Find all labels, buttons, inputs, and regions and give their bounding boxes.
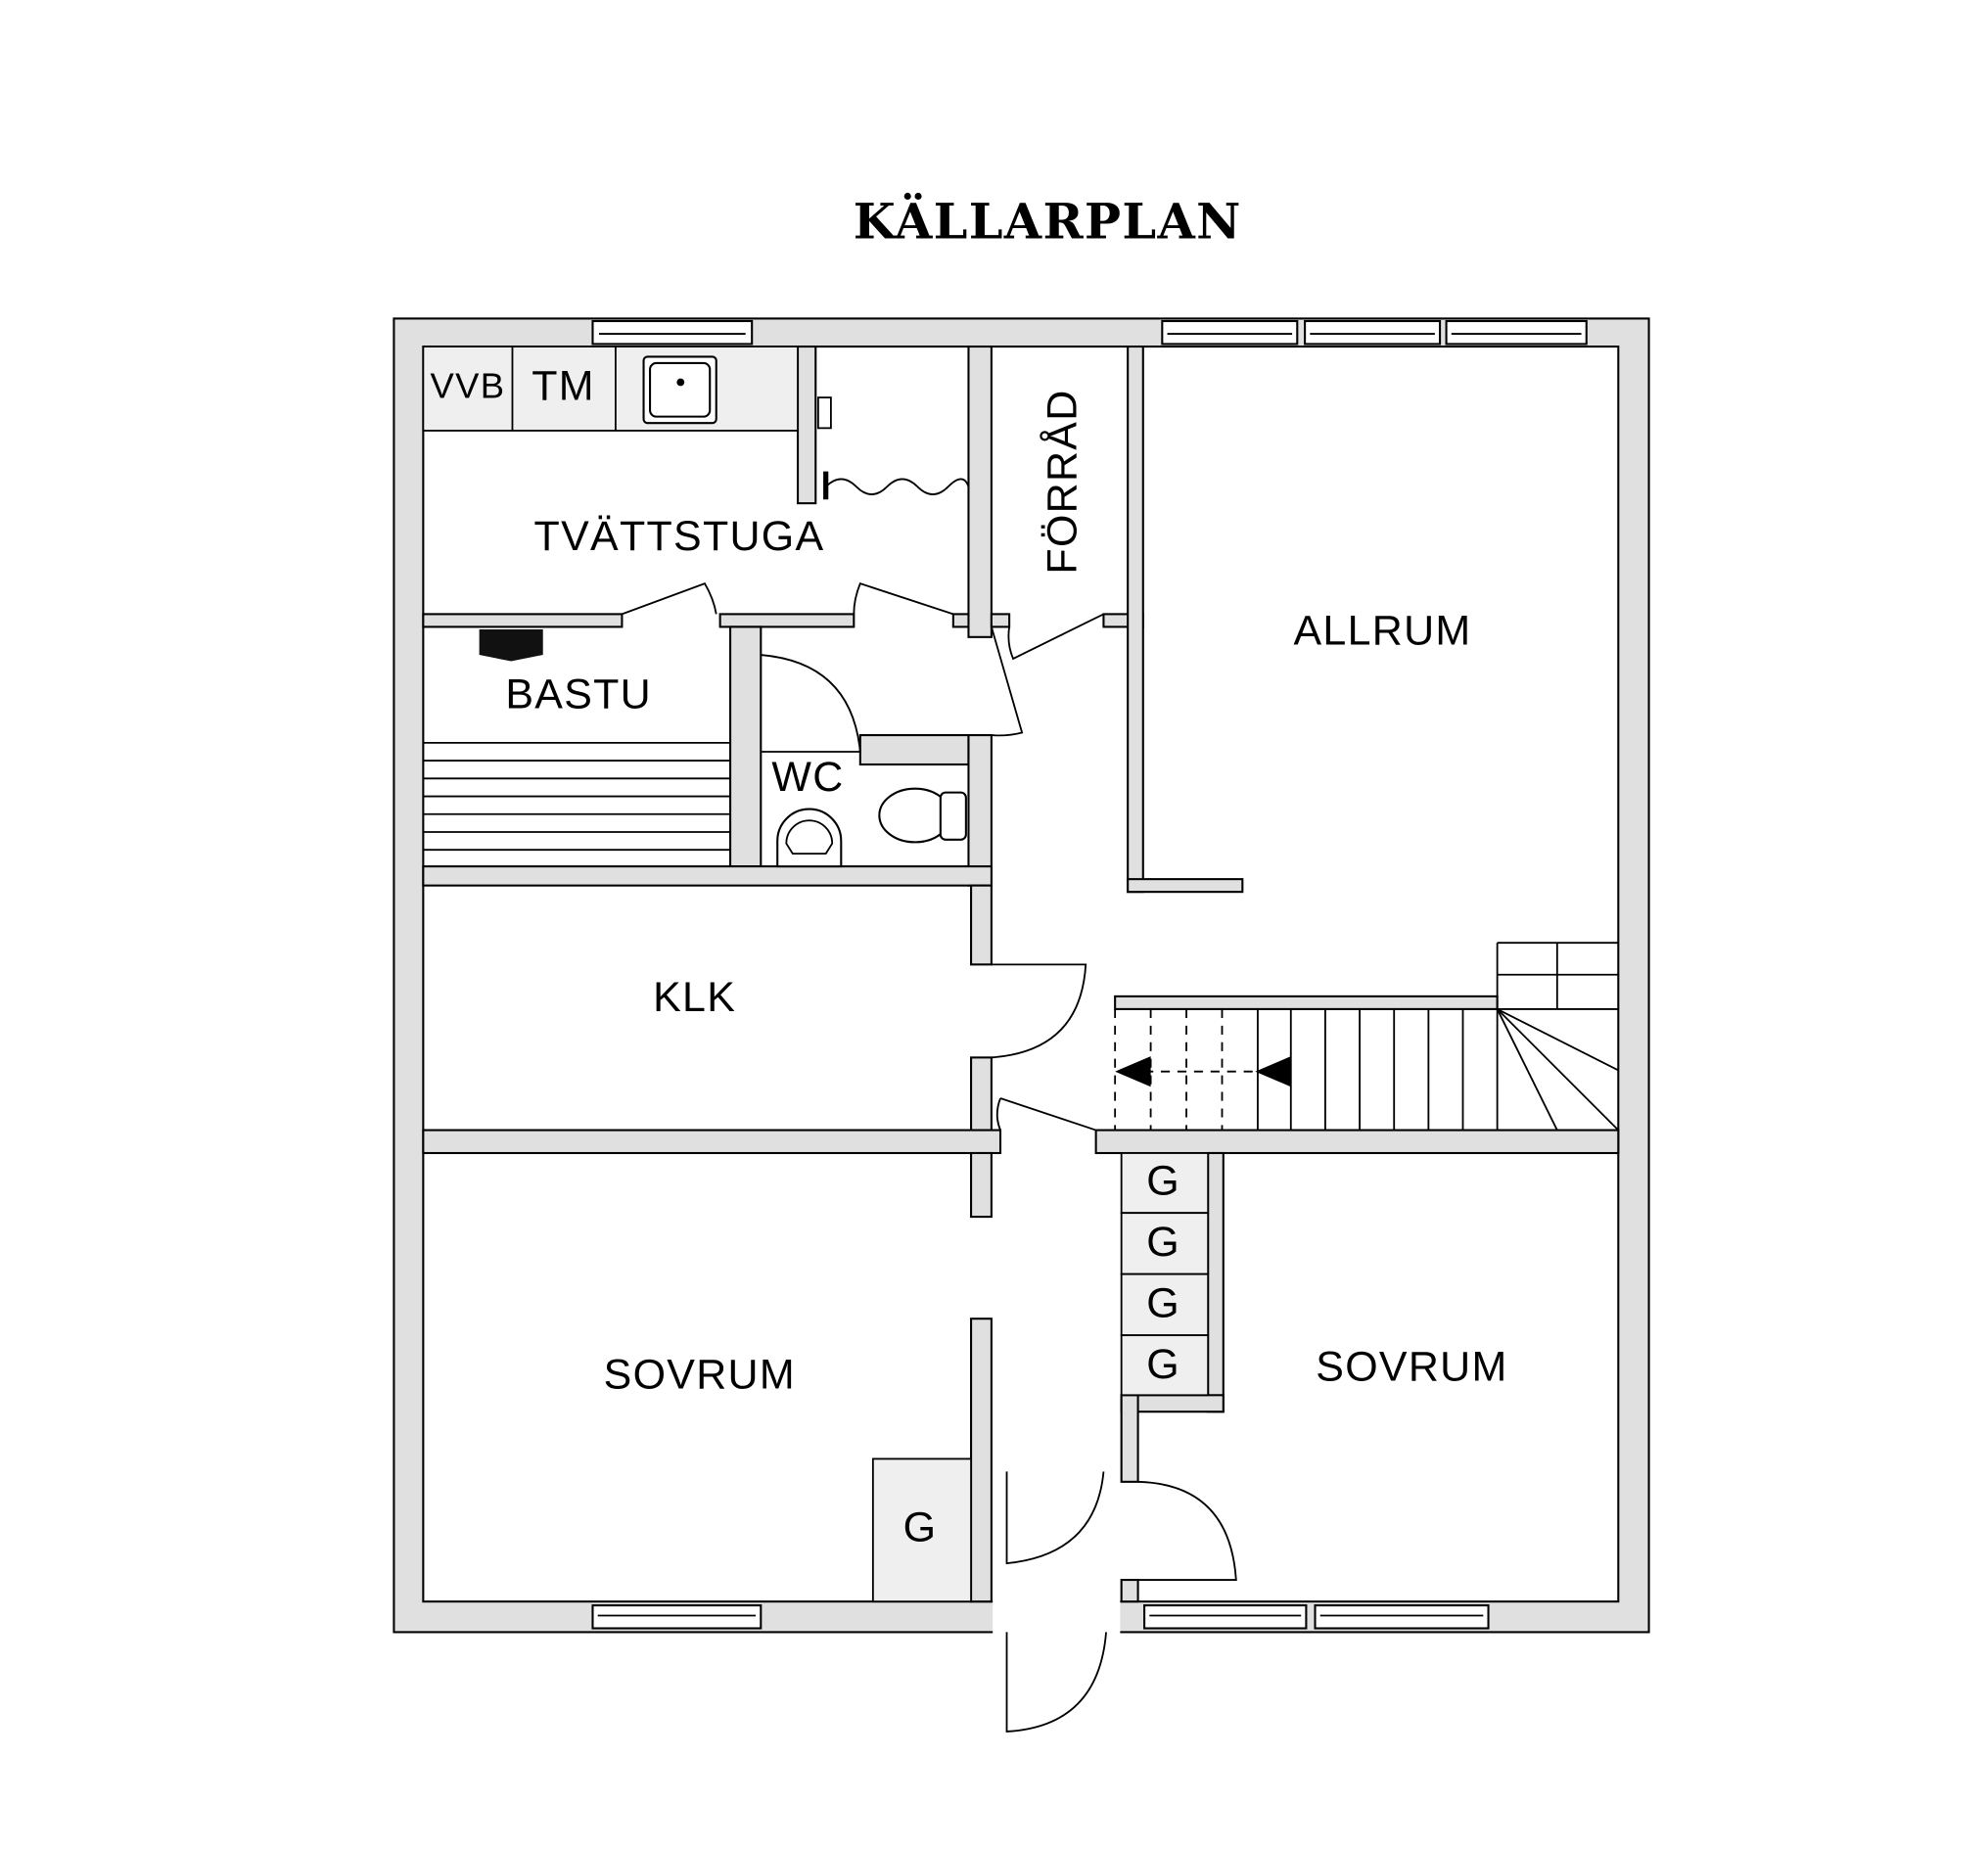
wardrobe-label: G [1146, 1341, 1180, 1388]
wardrobe-label: G [1146, 1219, 1180, 1266]
laundry-counter [422, 346, 799, 432]
room-label-tvattstuga: TVÄTTSTUGA [534, 513, 825, 560]
interior-walls [422, 346, 1620, 1634]
wardrobe-column [1120, 1152, 1210, 1397]
sink-icon [642, 355, 717, 425]
shower-curtain-icon [825, 478, 970, 495]
wardrobe-label: G [1146, 1158, 1180, 1205]
windows [591, 319, 1588, 1630]
sauna-heater-icon [479, 629, 543, 662]
sauna-benches [423, 741, 731, 852]
room-label-wc: WC [771, 754, 844, 801]
stair-arrow-icon [1115, 1056, 1151, 1087]
room-label-sovrum-left: SOVRUM [604, 1351, 796, 1398]
room-label-bastu: BASTU [505, 671, 652, 717]
room-label-forrad: FÖRRÅD [1040, 389, 1086, 574]
wardrobe-label: G [1146, 1280, 1180, 1327]
doors [622, 582, 1237, 1733]
stair-arrow-icon [1255, 1056, 1291, 1087]
toilet-icon [878, 787, 967, 844]
room-label-sovrum-right: SOVRUM [1316, 1344, 1507, 1391]
washbasin-icon [776, 808, 843, 868]
tm-label: TM [532, 362, 595, 409]
interior-floor [422, 346, 1620, 1603]
plan-title: KÄLLARPLAN [854, 191, 1242, 250]
room-label-klk: KLK [653, 974, 736, 1021]
vvb-label: VVB [431, 366, 506, 406]
staircase [1114, 942, 1619, 1132]
shower-tap-icon [816, 396, 832, 430]
wardrobe-left [871, 1457, 972, 1603]
wardrobe-label: G [903, 1504, 938, 1551]
room-label-allrum: ALLRUM [1294, 607, 1472, 654]
